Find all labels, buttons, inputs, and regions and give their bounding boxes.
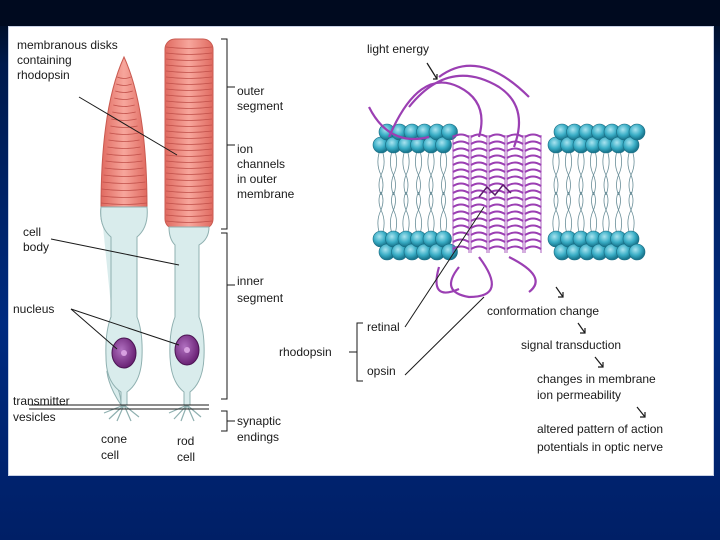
- rhodopsin-helices: [453, 135, 541, 254]
- photoreceptor-cells: [101, 39, 213, 421]
- rhodopsin-protein: [369, 66, 536, 297]
- step-action-2: potentials in optic nerve: [537, 440, 663, 454]
- step-action-1: altered pattern of action: [537, 422, 663, 436]
- label-synaptic-1: synaptic: [237, 414, 281, 428]
- label-retinal: retinal: [367, 320, 400, 334]
- step-membrane-1: changes in membrane: [537, 372, 656, 386]
- label-outer-1: outer: [237, 84, 264, 98]
- rod-nucleolus: [184, 347, 190, 353]
- helix: [525, 135, 541, 250]
- label-outer-2: segment: [237, 99, 284, 113]
- membrane-diagram: [369, 63, 645, 297]
- label-cell-body-2: body: [23, 240, 49, 254]
- label-rod-1: rod: [177, 434, 194, 448]
- label-synaptic-2: endings: [237, 430, 279, 444]
- label-ion-2: channels: [237, 157, 285, 171]
- lipid-tails: [378, 153, 634, 232]
- label-transmitter-1: transmitter: [13, 394, 70, 408]
- label-cone-2: cell: [101, 448, 119, 462]
- top-bar: [0, 0, 720, 26]
- step-conformation: conformation change: [487, 304, 599, 318]
- label-cell-body-1: cell: [23, 225, 41, 239]
- light-arrow: [427, 63, 437, 79]
- lipid-head: [442, 124, 458, 140]
- label-inner-1: inner: [237, 274, 264, 288]
- lipid-head: [442, 244, 458, 260]
- synaptic-endings: [104, 405, 201, 421]
- rod-outer-segment: [165, 39, 213, 229]
- lipid-head: [629, 124, 645, 140]
- label-transmitter-2: vesicles: [13, 410, 56, 424]
- label-ion-4: membrane: [237, 187, 295, 201]
- label-disks-3: rhodopsin: [17, 68, 70, 82]
- left-labels: membranous disks containing rhodopsin ce…: [13, 38, 295, 464]
- diagram-canvas: membranous disks containing rhodopsin ce…: [9, 27, 713, 475]
- helix: [453, 135, 469, 250]
- cone-nucleolus: [121, 350, 127, 356]
- helix: [471, 135, 487, 250]
- label-ion-3: in outer: [237, 172, 277, 186]
- label-disks-2: containing: [17, 53, 72, 67]
- rod-inner-body: [169, 227, 209, 405]
- label-light-energy: light energy: [367, 42, 429, 56]
- label-ion-1: ion: [237, 142, 253, 156]
- label-rhodopsin: rhodopsin: [279, 345, 332, 359]
- lipid-head: [629, 244, 645, 260]
- label-nucleus: nucleus: [13, 302, 54, 316]
- label-inner-2: segment: [237, 291, 284, 305]
- step-signal: signal transduction: [521, 338, 621, 352]
- step-membrane-2: ion permeability: [537, 388, 621, 402]
- segment-brackets: [221, 39, 235, 431]
- label-cone-1: cone: [101, 432, 127, 446]
- label-disks-1: membranous disks: [17, 38, 118, 52]
- label-opsin: opsin: [367, 364, 396, 378]
- label-rod-2: cell: [177, 450, 195, 464]
- cone-outer-segment: [101, 57, 147, 207]
- diagram-panel: membranous disks containing rhodopsin ce…: [8, 26, 714, 476]
